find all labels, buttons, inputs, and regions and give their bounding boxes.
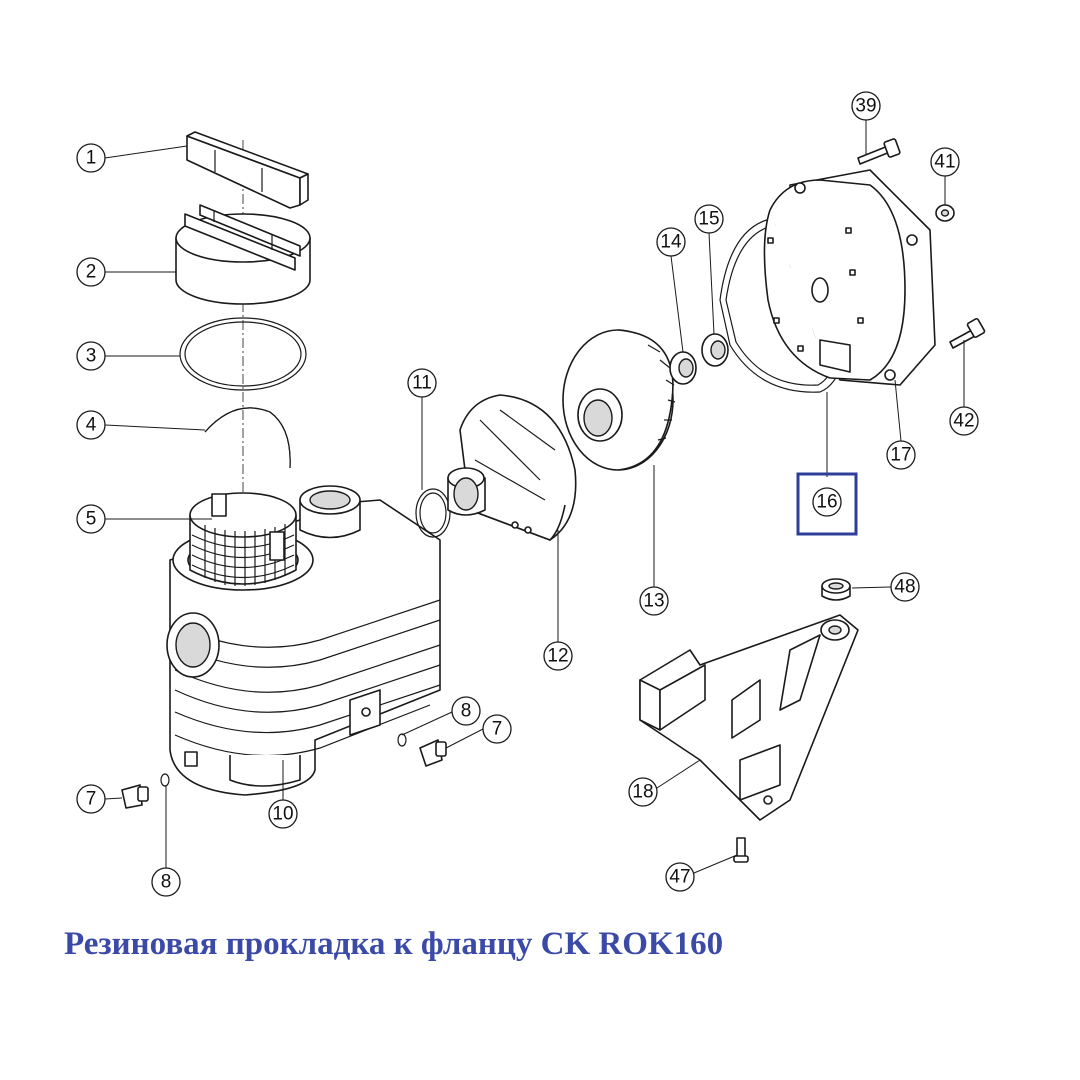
part-47-screw xyxy=(733,837,749,863)
callout-4: 4 xyxy=(76,410,106,440)
callout-7-right: 7 xyxy=(482,714,512,744)
callout-16-highlighted: 16 xyxy=(796,472,858,536)
svg-text:14: 14 xyxy=(660,232,682,253)
part-13-impeller xyxy=(562,329,676,471)
part-caption: Резиновая прокладка к фланцу CK ROK160 xyxy=(64,926,724,962)
svg-text:11: 11 xyxy=(412,373,432,394)
svg-text:48: 48 xyxy=(894,577,915,598)
callout-12: 12 xyxy=(543,641,573,671)
svg-text:8: 8 xyxy=(461,701,472,722)
svg-text:39: 39 xyxy=(855,96,876,117)
svg-text:16: 16 xyxy=(816,492,837,513)
part-41-washer xyxy=(935,204,955,222)
callout-47: 47 xyxy=(665,862,695,892)
svg-text:3: 3 xyxy=(86,346,97,367)
svg-text:42: 42 xyxy=(953,411,974,432)
svg-text:2: 2 xyxy=(86,262,97,283)
leader-lines xyxy=(104,120,965,874)
svg-text:47: 47 xyxy=(669,867,690,888)
callout-48: 48 xyxy=(890,572,920,602)
part-2-lid xyxy=(175,204,311,305)
callout-18: 18 xyxy=(628,777,658,807)
part-15-seal xyxy=(701,333,729,367)
part-4-clip xyxy=(204,407,291,469)
callout-2: 2 xyxy=(76,257,106,287)
svg-text:8: 8 xyxy=(161,872,172,893)
svg-text:10: 10 xyxy=(272,804,293,825)
callout-14: 14 xyxy=(656,227,686,257)
callout-17: 17 xyxy=(886,440,916,470)
svg-text:13: 13 xyxy=(643,591,664,612)
svg-text:18: 18 xyxy=(632,782,653,803)
svg-text:5: 5 xyxy=(86,509,97,530)
svg-text:7: 7 xyxy=(492,719,503,740)
callout-15: 15 xyxy=(694,204,724,234)
part-39-bolt xyxy=(857,138,901,165)
svg-text:15: 15 xyxy=(698,209,719,230)
callout-5: 5 xyxy=(76,504,106,534)
callout-10: 10 xyxy=(268,799,298,829)
callout-41: 41 xyxy=(930,147,960,177)
part-48-bushing xyxy=(821,578,851,601)
svg-text:4: 4 xyxy=(86,415,97,436)
svg-text:12: 12 xyxy=(547,646,568,667)
svg-text:41: 41 xyxy=(934,152,955,173)
callout-13: 13 xyxy=(639,586,669,616)
svg-text:7: 7 xyxy=(86,789,97,810)
callout-3: 3 xyxy=(76,341,106,371)
callout-8-right: 8 xyxy=(451,696,481,726)
part-7-drain-plug-left xyxy=(121,784,149,809)
part-1-lid-handle xyxy=(186,131,309,209)
part-12-diffuser xyxy=(447,394,577,541)
part-42-bolt xyxy=(949,318,986,349)
callout-42: 42 xyxy=(949,406,979,436)
callout-39: 39 xyxy=(851,91,881,121)
callout-1: 1 xyxy=(76,143,106,173)
highlight-box xyxy=(796,472,858,536)
svg-text:1: 1 xyxy=(86,148,97,169)
part-3-o-ring xyxy=(179,317,307,391)
callout-8-left: 8 xyxy=(151,867,181,897)
callout-7-left: 7 xyxy=(76,784,106,814)
part-18-base-bracket xyxy=(639,614,859,821)
part-7-drain-plug-right xyxy=(419,739,447,767)
part-17-motor-flange xyxy=(763,169,936,386)
part-8-o-ring-left xyxy=(160,773,170,787)
callout-11: 11 xyxy=(407,368,437,398)
part-8-o-ring-right xyxy=(397,733,407,747)
svg-text:17: 17 xyxy=(890,445,911,466)
part-5-strainer-basket xyxy=(189,492,297,586)
part-14-seal xyxy=(669,351,697,385)
part-11-o-ring xyxy=(415,488,451,538)
